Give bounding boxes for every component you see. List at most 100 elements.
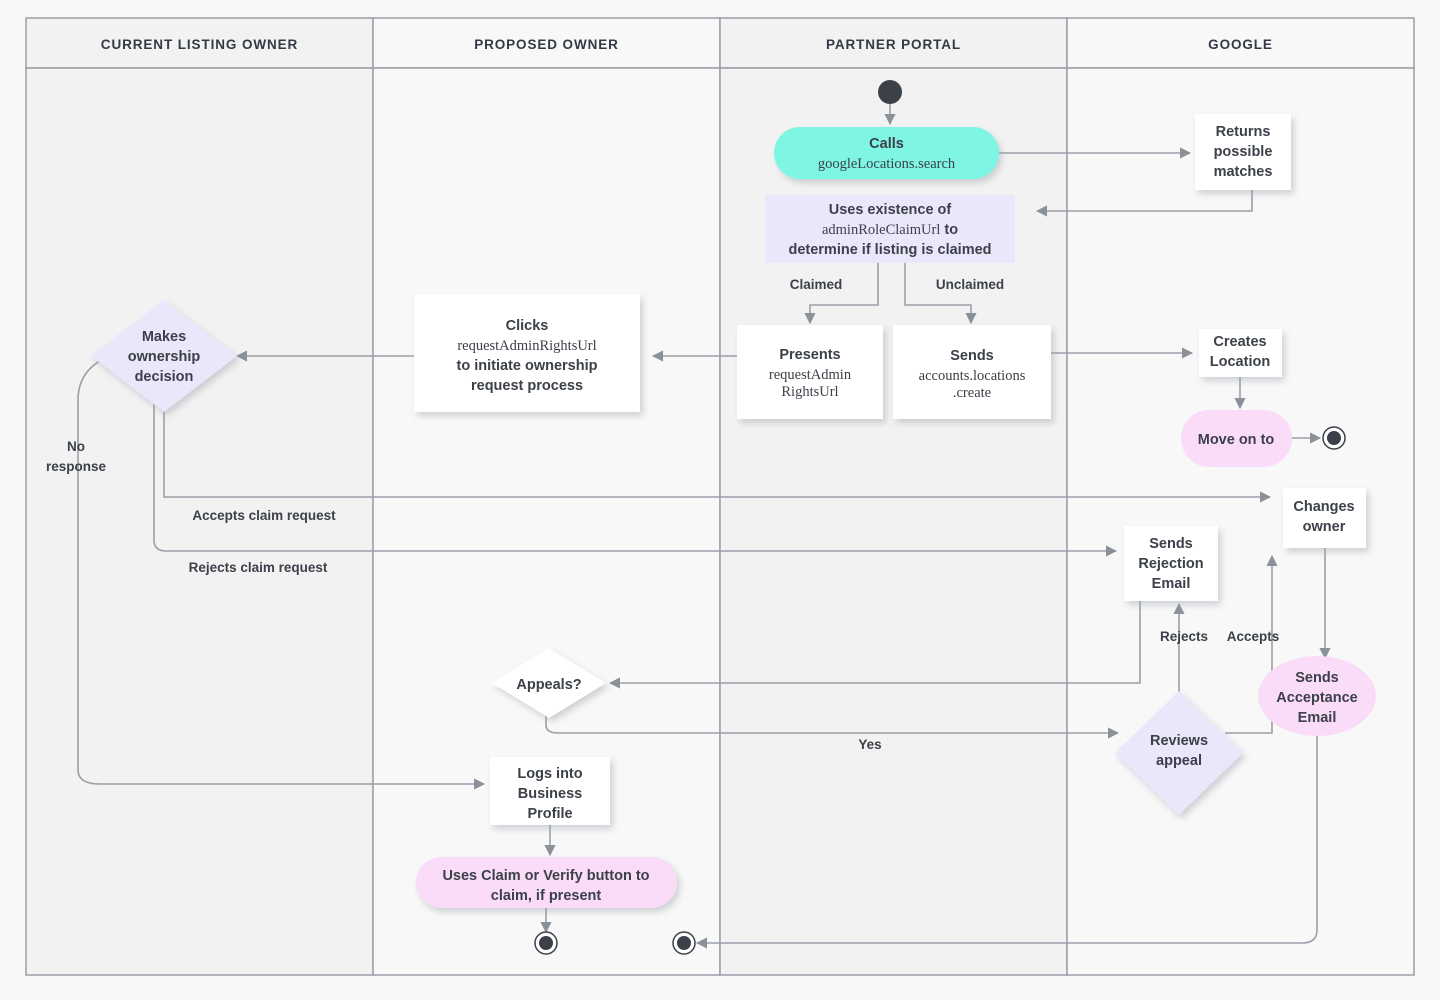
edge-label-rejects-claim-request: Rejects claim request (189, 560, 328, 575)
node-sends-create-line2: accounts.locations (919, 368, 1026, 384)
node-sends-rejection-line1: Sends (1149, 536, 1193, 552)
node-start (878, 80, 902, 104)
lane-label-proposed-owner: PROPOSED OWNER (474, 37, 619, 52)
node-sends-create-line1: Sends (950, 348, 994, 364)
node-move-on-to-shape (1181, 410, 1292, 467)
node-logs-into-line1: Logs into (517, 766, 582, 782)
end-terminal-dot-partner (677, 936, 691, 950)
node-presents-url-shape (737, 325, 883, 419)
lane-header-current-listing-owner (25, 17, 374, 69)
node-creates-location-line2: Location (1210, 354, 1270, 370)
node-returns-matches-line2: possible (1214, 144, 1273, 160)
edge-rejection-to-appeals (608, 601, 1141, 689)
edge-uses-to-presents (804, 263, 879, 325)
node-uses-existence-shape (765, 195, 1015, 263)
node-uses-claim[interactable] (416, 857, 677, 908)
edge-label-unclaimed: Unclaimed (936, 277, 1004, 292)
node-makes-decision-shape (91, 300, 237, 412)
node-uses-existence-line1: Uses existence of (829, 202, 952, 218)
node-calls-search[interactable] (774, 127, 999, 179)
node-reviews-appeal-shape (1115, 691, 1243, 815)
edge-appeals-yes-to-reviews (545, 712, 1120, 739)
node-changes-owner[interactable] (1283, 488, 1366, 548)
node-sends-acceptance-shape (1258, 656, 1376, 736)
node-uses-claim-shape (416, 857, 677, 908)
node-uses-existence[interactable] (765, 195, 1015, 263)
node-sends-rejection-shape (1124, 526, 1218, 601)
lane-header-partner-portal (719, 17, 1068, 69)
node-clicks-url-line1: Clicks (506, 318, 549, 334)
node-presents-url-line2: requestAdmin (769, 367, 852, 383)
lane-label-partner-portal: PARTNER PORTAL (826, 37, 961, 52)
edge-returns-to-uses (1035, 189, 1253, 217)
node-creates-location[interactable] (1199, 329, 1282, 377)
lane-label-google: GOOGLE (1208, 37, 1273, 52)
node-sends-create-shape (893, 325, 1051, 419)
node-clicks-url-line4: request process (471, 378, 583, 394)
node-makes-decision-line2: ownership (128, 349, 201, 365)
edge-label-no-response-line2: response (46, 459, 107, 474)
node-uses-existence-line3: determine if listing is claimed (788, 242, 991, 258)
node-sends-rejection[interactable] (1124, 526, 1218, 601)
end-terminal-dot-google (1327, 431, 1341, 445)
node-sends-rejection-line2: Rejection (1138, 556, 1203, 572)
node-sends-acceptance[interactable] (1258, 656, 1376, 736)
node-changes-owner-line2: owner (1303, 519, 1346, 535)
node-clicks-url-line2: requestAdminRightsUrl (457, 338, 596, 354)
node-end-proposed (534, 931, 558, 955)
edge-accepts-claim-request (163, 396, 1272, 503)
node-presents-url-line3: RightsUrl (781, 384, 838, 400)
node-returns-matches[interactable] (1195, 114, 1291, 190)
node-reviews-appeal-line2: appeal (1156, 753, 1202, 769)
node-move-on-to[interactable] (1181, 410, 1292, 467)
lane-label-current-listing-owner: CURRENT LISTING OWNER (101, 37, 298, 52)
node-returns-matches-line1: Returns (1216, 124, 1271, 140)
node-clicks-url-shape (414, 294, 640, 412)
edge-label-no-response-line1: No (67, 439, 85, 454)
node-makes-decision-line1: Makes (142, 329, 186, 345)
node-move-on-to-line1: Move on to (1198, 432, 1275, 448)
node-sends-acceptance-line1: Sends (1295, 670, 1339, 686)
node-logs-into-line2: Business (518, 786, 582, 802)
lane-body-proposed-owner (372, 67, 721, 976)
node-uses-claim-line1: Uses Claim or Verify button to (442, 868, 649, 884)
edge-label-claimed: Claimed (790, 277, 843, 292)
node-changes-owner-shape (1283, 488, 1366, 548)
node-presents-url[interactable] (737, 325, 883, 419)
lane-header-proposed-owner (372, 17, 721, 69)
node-changes-owner-line1: Changes (1293, 499, 1354, 515)
start-terminal-icon (878, 80, 902, 104)
node-creates-location-shape (1199, 329, 1282, 377)
node-sends-create[interactable] (893, 325, 1051, 419)
node-appeals[interactable] (492, 648, 606, 718)
node-logs-into[interactable] (490, 757, 610, 825)
lane-header-google (1066, 17, 1415, 69)
edge-label-accepts: Accepts (1227, 629, 1280, 644)
node-reviews-appeal-line1: Reviews (1150, 733, 1208, 749)
edge-acceptance-to-end (695, 734, 1318, 949)
node-uses-claim-line2: claim, if present (491, 888, 602, 904)
node-sends-acceptance-line3: Email (1298, 710, 1337, 726)
node-clicks-url[interactable] (414, 294, 640, 412)
node-sends-create-line3: .create (953, 385, 991, 401)
node-sends-acceptance-line2: Acceptance (1276, 690, 1357, 706)
node-clicks-url-line3: to initiate ownership (457, 358, 598, 374)
node-makes-decision[interactable] (91, 300, 237, 412)
node-logs-into-line3: Profile (527, 806, 572, 822)
node-reviews-appeal[interactable] (1115, 691, 1243, 815)
node-end-partner (672, 931, 696, 955)
node-presents-url-line1: Presents (779, 347, 840, 363)
lane-body-current-listing-owner (25, 67, 374, 976)
edge-uses-to-sends-create (904, 263, 977, 325)
edge-rejects-claim-request (153, 380, 1118, 557)
node-calls-search-shape (774, 127, 999, 179)
node-sends-rejection-line3: Email (1152, 576, 1191, 592)
node-logs-into-shape (490, 757, 610, 825)
end-terminal-dot-proposed (539, 936, 553, 950)
edge-reviews-accepts (1225, 554, 1278, 734)
node-calls-search-line1: Calls (869, 136, 904, 152)
node-appeals-line1: Appeals? (516, 677, 581, 693)
